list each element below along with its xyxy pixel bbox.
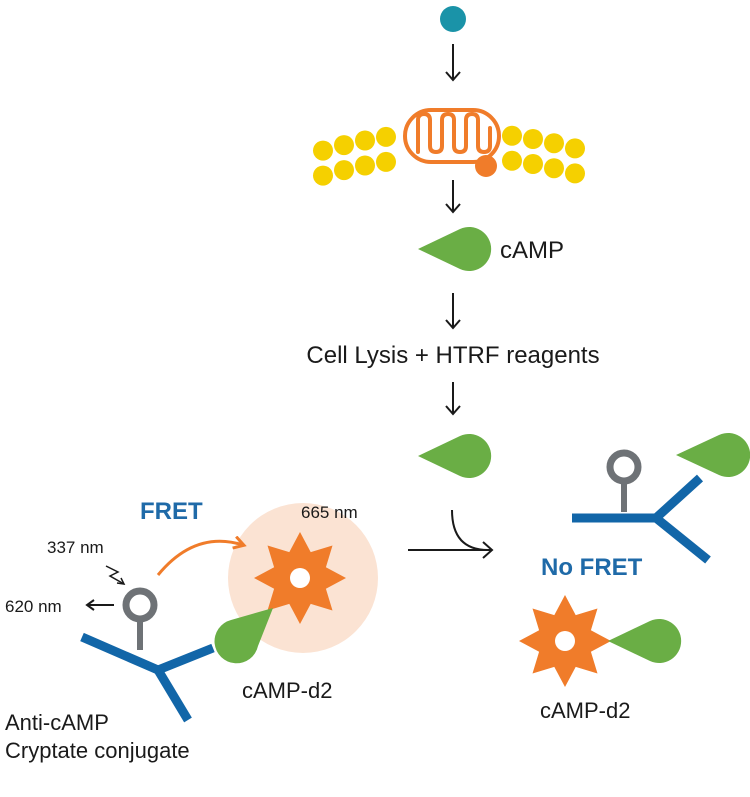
energy-transfer-arrow-icon: [156, 541, 243, 576]
arrow-camp-to-lysis: [445, 293, 461, 330]
lipid-head: [565, 163, 585, 184]
lipid-head: [544, 133, 564, 154]
arrow-ligand-to-receptor: [445, 44, 461, 82]
cryptate-icon: [606, 449, 642, 512]
camp-d2-left-label: cAMP-d2: [242, 678, 332, 703]
arrow-receptor-to-camp: [445, 180, 461, 214]
lipid-head: [523, 129, 543, 149]
fret-label: FRET: [140, 498, 203, 525]
anti-camp-label-line2: Cryptate conjugate: [5, 738, 190, 763]
lipid-head: [376, 151, 396, 172]
lysis-label: Cell Lysis + HTRF reagents: [306, 342, 599, 369]
excitation-arrow-icon: [105, 565, 126, 585]
camp-icon: [676, 433, 750, 477]
ligand-icon: [440, 6, 466, 32]
wavelength-665-label: 665 nm: [301, 503, 358, 522]
lipid-head: [502, 125, 522, 146]
camp-icon: [418, 434, 492, 479]
lipid-head: [544, 158, 564, 179]
lipid-head: [313, 140, 333, 161]
d2-center: [555, 631, 575, 651]
lipid-head: [565, 138, 585, 159]
lipid-head: [376, 126, 396, 147]
wavelength-337-label: 337 nm: [47, 538, 104, 557]
d2-center: [290, 568, 310, 588]
lipid-head: [355, 130, 375, 151]
camp-icon: [418, 227, 492, 271]
antibody-icon: [80, 632, 215, 723]
camp-icon: [214, 608, 273, 664]
lipid-head: [502, 150, 522, 171]
displacement-arrow: [408, 509, 494, 559]
camp-d2-right-label: cAMP-d2: [540, 698, 630, 723]
lipid-head: [334, 135, 354, 156]
wavelength-620-label: 620 nm: [5, 597, 62, 616]
lipid-head: [355, 155, 375, 176]
membrane-icon: [313, 125, 585, 186]
lipid-head: [334, 160, 354, 181]
anti-camp-label-line1: Anti-cAMP: [5, 710, 109, 735]
cryptate-icon: [122, 587, 158, 650]
camp-label: cAMP: [500, 237, 564, 264]
arrow-lysis-to-camp: [445, 382, 461, 416]
antibody-icon: [572, 474, 711, 564]
lipid-head: [523, 154, 543, 174]
no-fret-label: No FRET: [541, 554, 643, 581]
camp-icon: [608, 619, 682, 663]
gpcr-receptor-icon: [403, 108, 501, 177]
lipid-head: [313, 165, 333, 186]
emission-arrow-icon: [85, 599, 114, 611]
